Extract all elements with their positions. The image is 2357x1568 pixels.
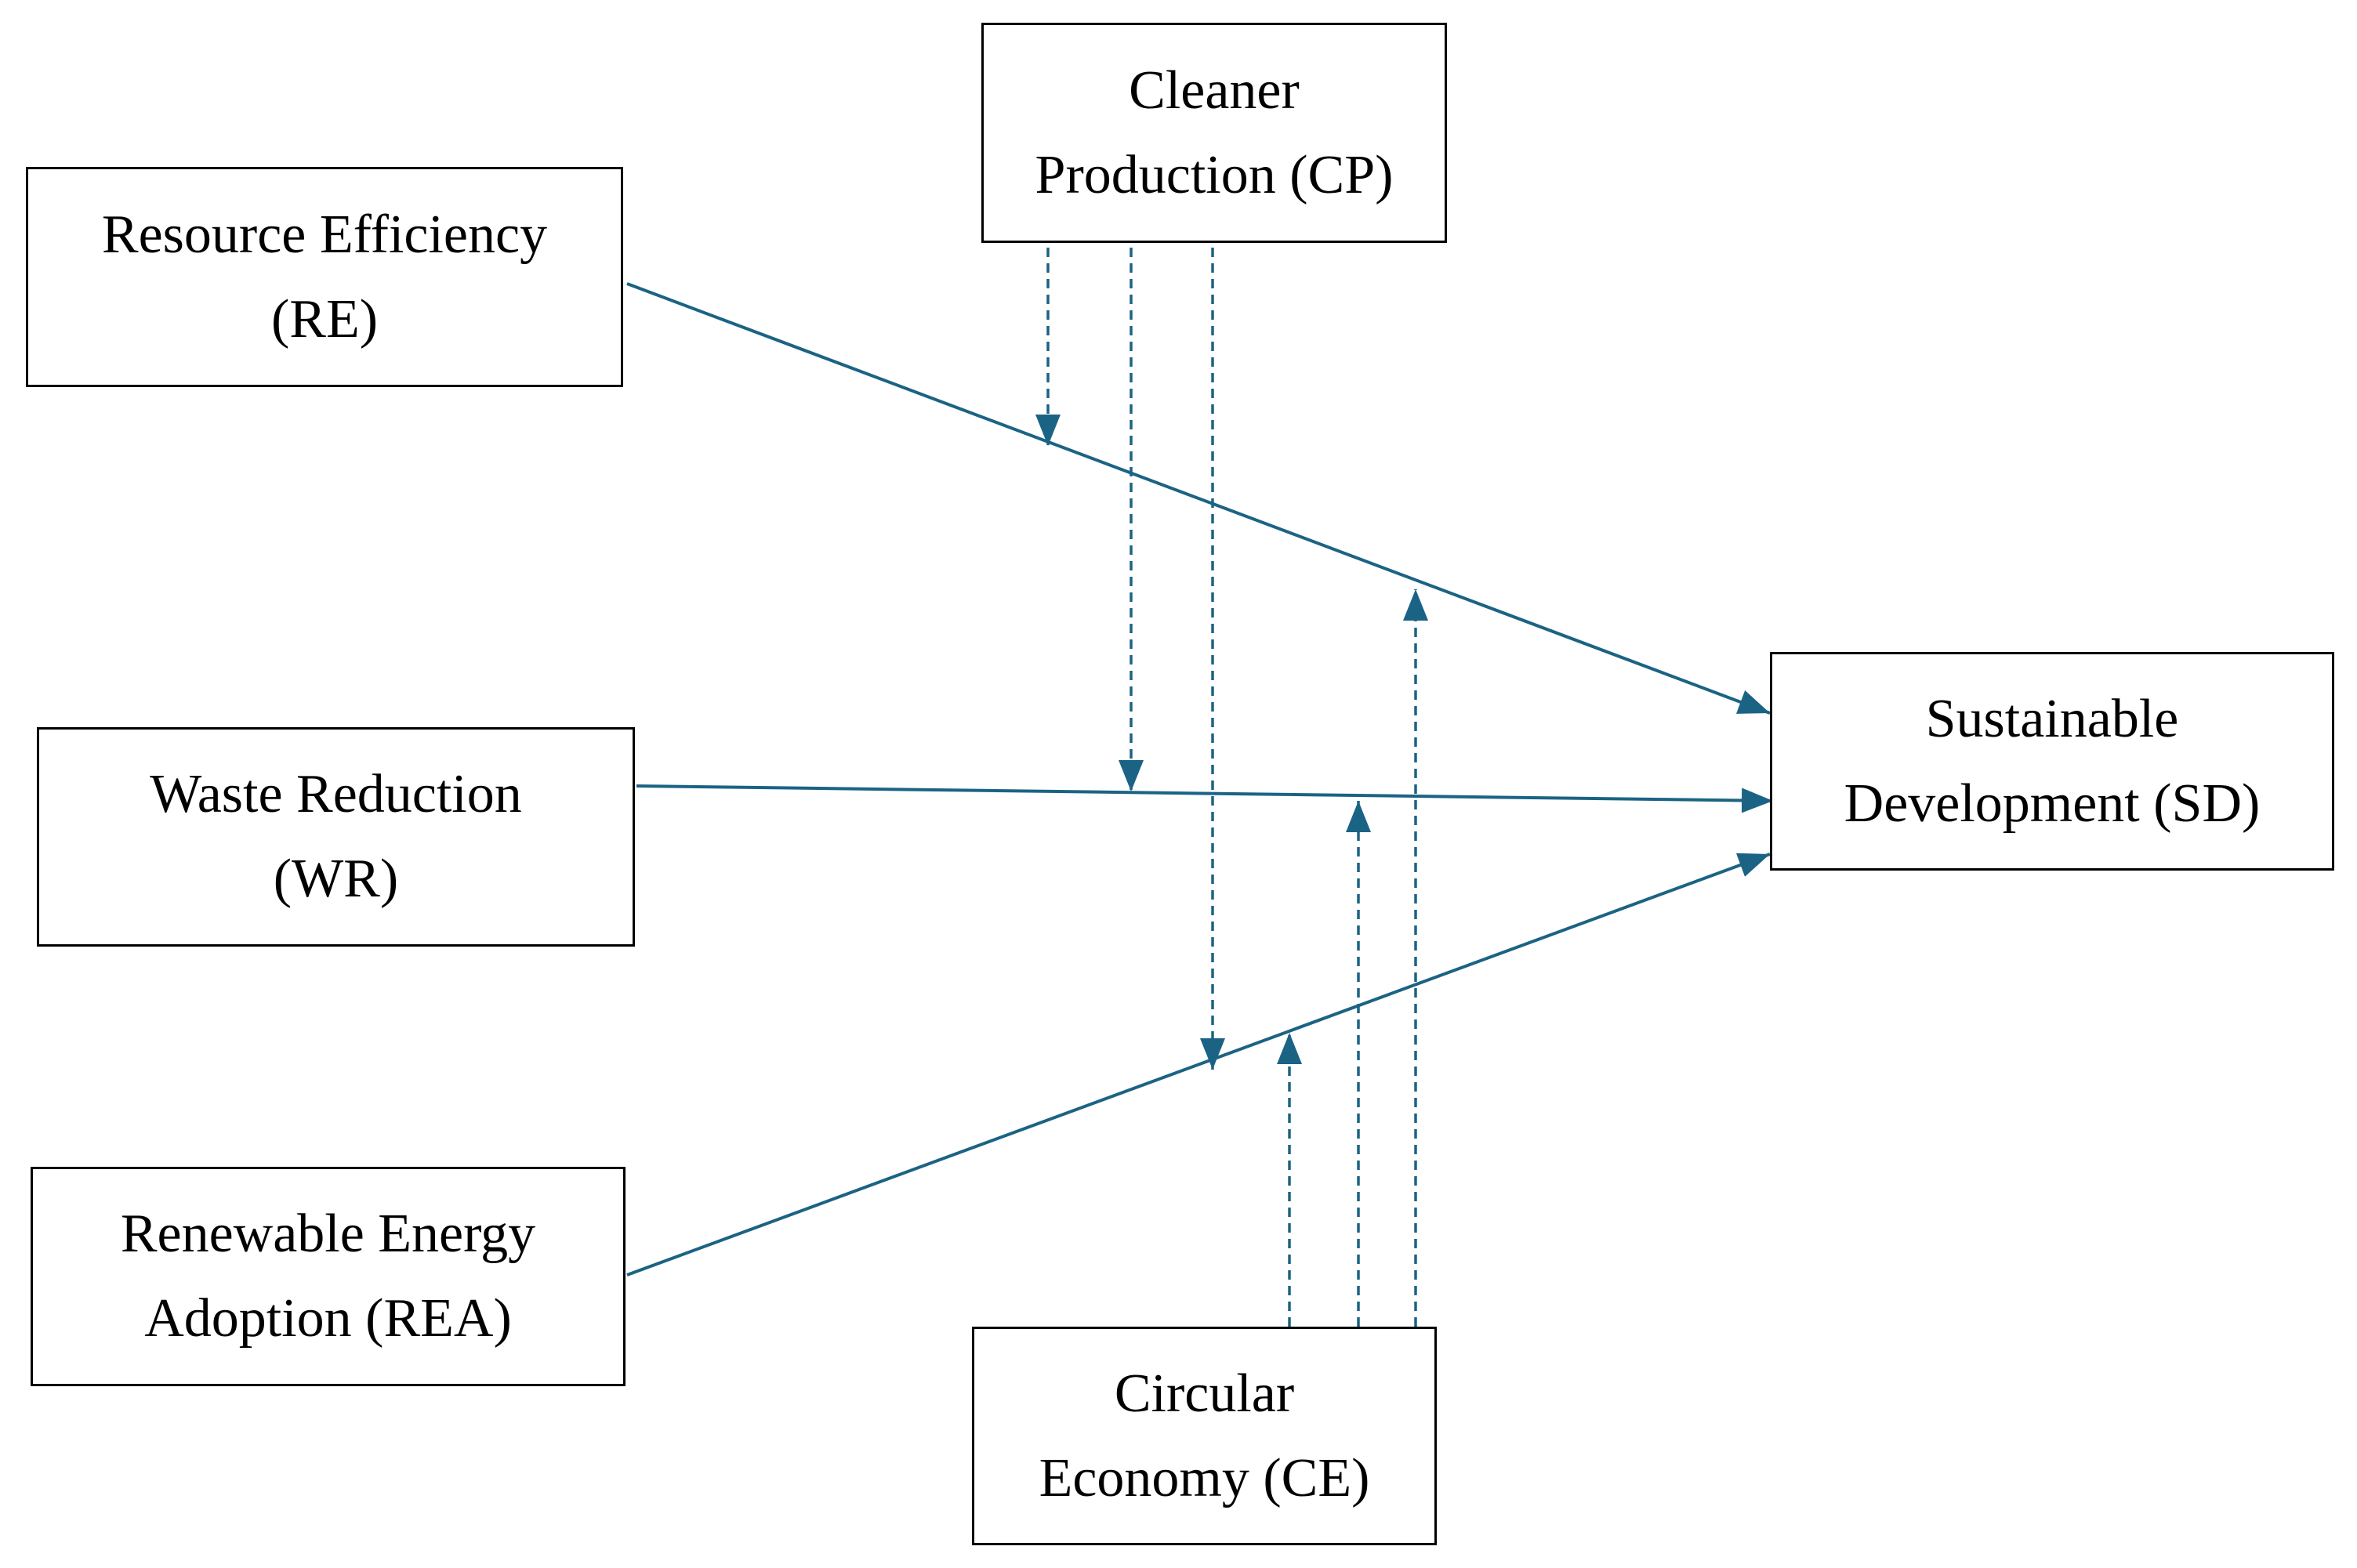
node-label-line: Production (CP)	[1035, 144, 1394, 205]
node-resource-efficiency: Resource Efficiency (RE)	[26, 167, 623, 387]
node-label-line: Economy (CE)	[1039, 1447, 1370, 1508]
node-label-line: Circular	[1114, 1363, 1295, 1424]
node-label-line: Cleaner	[1129, 60, 1300, 121]
node-label: Renewable Energy Adoption (REA)	[121, 1192, 535, 1361]
node-label-line: Waste Reduction	[150, 764, 522, 824]
node-label-line: (RE)	[270, 288, 379, 349]
node-waste-reduction: Waste Reduction (WR)	[37, 727, 635, 947]
node-label: Circular Economy (CE)	[1039, 1352, 1370, 1521]
node-label: Waste Reduction (WR)	[150, 752, 522, 922]
edge-wr-sd	[636, 784, 1774, 813]
edge-rea-sd	[626, 853, 1771, 1276]
node-cleaner-production: Cleaner Production (CP)	[981, 23, 1447, 243]
node-label: Sustainable Development (SD)	[1844, 677, 2261, 846]
node-label-line: Resource Efficiency	[101, 204, 548, 265]
node-label-line: Development (SD)	[1844, 773, 2261, 834]
node-circular-economy: Circular Economy (CE)	[972, 1327, 1437, 1545]
edge-re-sd	[626, 282, 1771, 715]
node-label-line: Adoption (REA)	[144, 1288, 512, 1349]
node-label: Resource Efficiency (RE)	[102, 193, 547, 362]
node-label: Cleaner Production (CP)	[1035, 49, 1394, 218]
node-renewable-energy-adoption: Renewable Energy Adoption (REA)	[31, 1167, 626, 1386]
node-label-line: (WR)	[273, 849, 399, 909]
node-label-line: Renewable Energy	[120, 1204, 536, 1264]
node-label-line: Sustainable	[1925, 688, 2179, 749]
node-sustainable-development: Sustainable Development (SD)	[1770, 652, 2334, 871]
